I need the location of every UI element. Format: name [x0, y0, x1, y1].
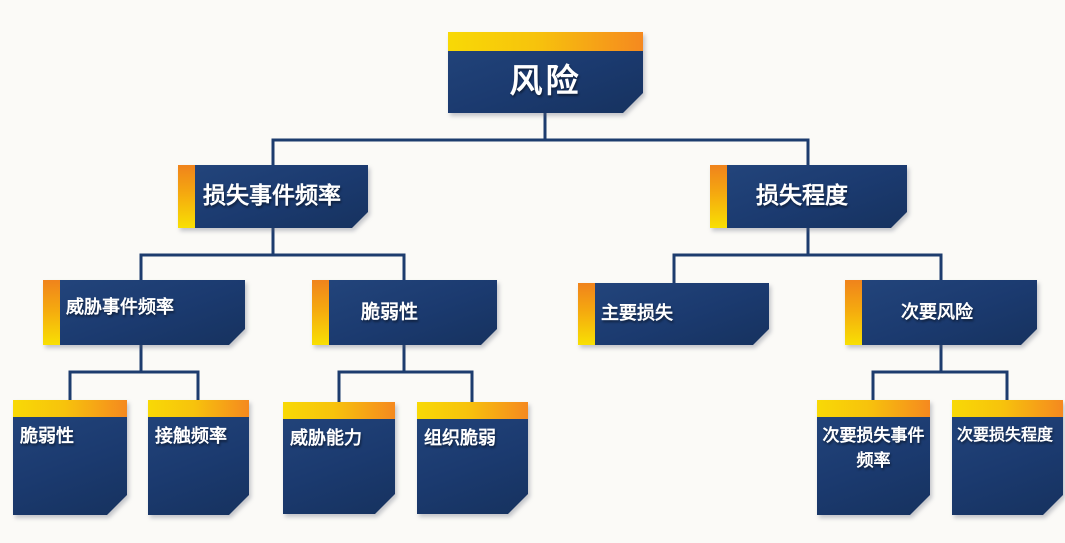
- node-risk: 风险: [448, 32, 643, 113]
- node-label: 损失程度: [756, 182, 848, 209]
- node-label: 威胁能力: [290, 428, 362, 449]
- node-label: 脆弱性: [20, 426, 74, 447]
- accent-bar-left: [845, 280, 862, 345]
- node-secondary-loss-event-frequency: 次要损失事件频率: [817, 400, 930, 515]
- node-organizational-weakness: 组织脆弱: [417, 402, 528, 514]
- node-label: 风险: [509, 60, 582, 100]
- accent-bar-left: [178, 165, 195, 228]
- node-label: 主要损失: [601, 303, 673, 325]
- connector-vul-children: [337, 345, 474, 403]
- connector-lm-children: [672, 228, 943, 284]
- accent-bar-top: [417, 402, 528, 419]
- accent-bar-top: [952, 400, 1063, 417]
- node-label: 损失事件频率: [203, 182, 341, 209]
- node-threat-capability: 威胁能力: [283, 402, 395, 514]
- connector-tef-children: [68, 345, 200, 401]
- node-threat-event-frequency: 威胁事件频率: [43, 280, 245, 345]
- node-vulnerability-leaf: 脆弱性: [13, 400, 127, 515]
- node-primary-loss: 主要损失: [578, 283, 769, 345]
- node-vulnerability: 脆弱性: [312, 280, 497, 345]
- node-label: 次要损失事件频率: [822, 426, 925, 471]
- connector-risk-children: [271, 112, 810, 166]
- accent-bar-left: [312, 280, 329, 345]
- node-loss-magnitude: 损失程度: [710, 165, 907, 228]
- connector-lef-children: [139, 228, 406, 281]
- node-label: 威胁事件频率: [66, 296, 174, 318]
- node-secondary-risk: 次要风险: [845, 280, 1037, 345]
- accent-bar-top: [448, 32, 643, 51]
- accent-bar-left: [710, 165, 727, 228]
- accent-bar-top: [817, 400, 930, 417]
- accent-bar-left: [578, 283, 595, 345]
- node-label: 次要风险: [901, 301, 973, 323]
- accent-bar-top: [13, 400, 127, 417]
- node-label: 次要损失程度: [957, 425, 1054, 444]
- node-label: 组织脆弱: [424, 428, 496, 449]
- node-contact-frequency: 接触频率: [148, 400, 249, 515]
- accent-bar-left: [43, 280, 60, 345]
- accent-bar-top: [283, 402, 395, 419]
- node-loss-event-frequency: 损失事件频率: [178, 165, 368, 228]
- connector-srisk-children: [871, 345, 1009, 401]
- node-label: 接触频率: [155, 426, 227, 447]
- accent-bar-top: [148, 400, 249, 417]
- node-secondary-loss-magnitude: 次要损失程度: [952, 400, 1063, 515]
- node-label: 脆弱性: [361, 301, 419, 324]
